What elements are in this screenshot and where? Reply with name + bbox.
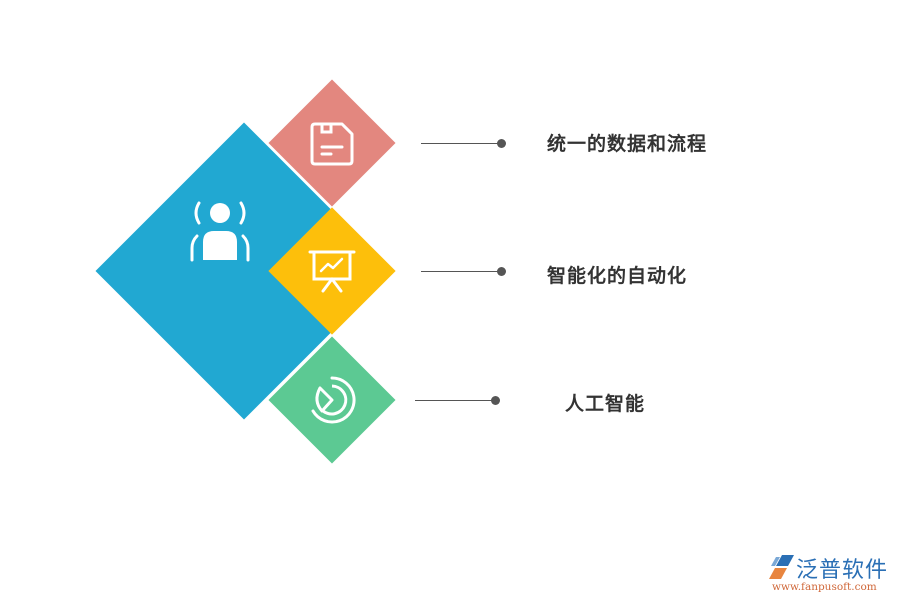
- brand-name: 泛普软件: [796, 558, 889, 583]
- brand-logo-icon: [769, 555, 794, 579]
- person-icon: [190, 201, 250, 262]
- connector-dot-3: [491, 396, 500, 405]
- item-label-data: 统一的数据和流程: [547, 133, 708, 155]
- connector-dot-2: [497, 267, 506, 276]
- connector-dot-1: [497, 139, 506, 148]
- floppy-disk-icon: [310, 122, 354, 166]
- connector-line-2: [421, 271, 501, 272]
- item-label-ai: 人工智能: [565, 393, 646, 415]
- pie-chart-icon: [311, 376, 356, 424]
- item-label-automation: 智能化的自动化: [547, 265, 688, 287]
- presentation-chart-icon: [308, 250, 356, 293]
- connector-line-3: [415, 400, 495, 401]
- brand-url: www.fanpusoft.com: [772, 581, 877, 593]
- connector-line-1: [421, 143, 501, 144]
